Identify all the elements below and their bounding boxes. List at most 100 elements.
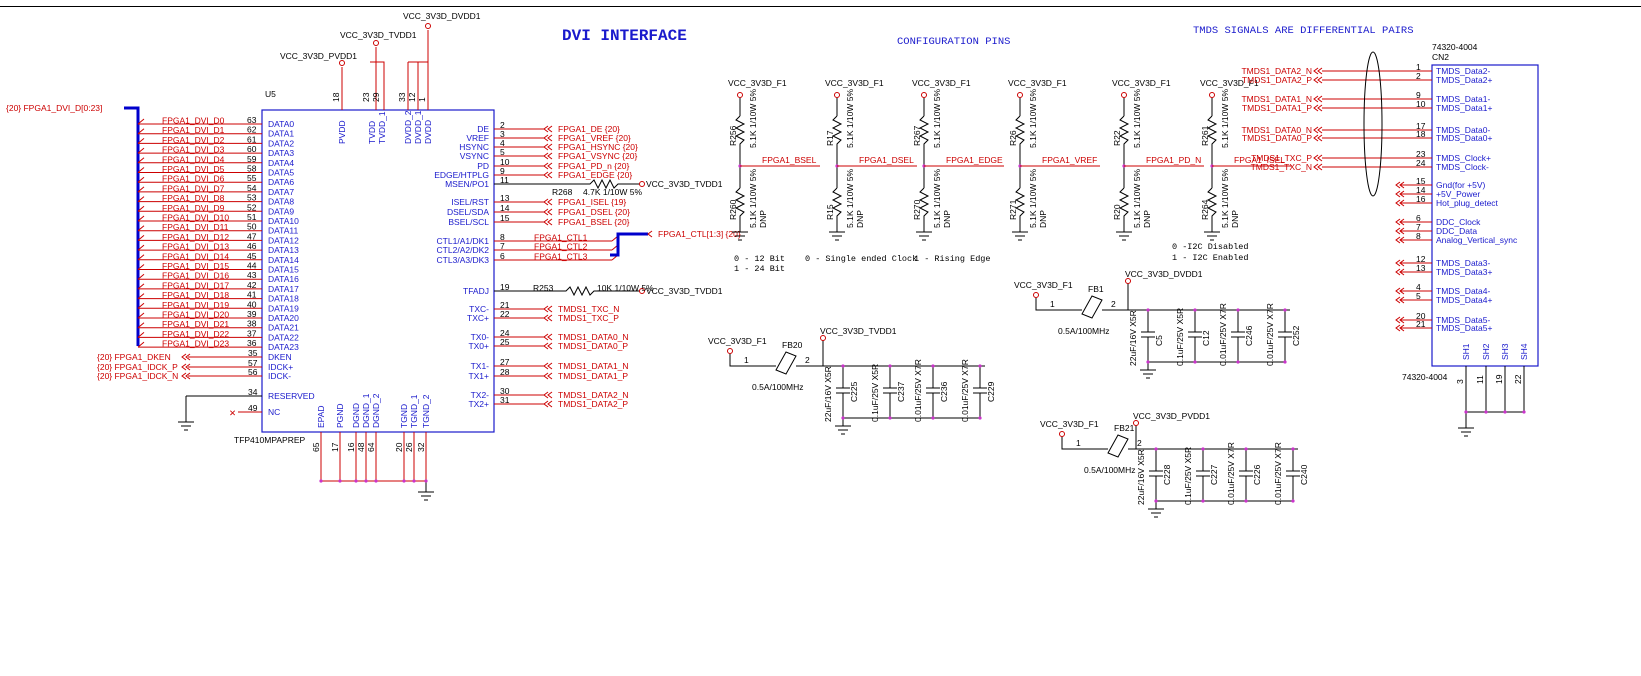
pin-number: 37 — [247, 328, 257, 338]
pin-name: BSEL/SCL — [448, 217, 489, 227]
cap-ref: C228 — [1162, 464, 1172, 485]
cap-ref: C236 — [939, 381, 949, 402]
pin-number: 52 — [247, 202, 257, 212]
pin-number: 10 — [1416, 99, 1426, 109]
r253-value: 10K 1/10W 5% — [597, 283, 654, 293]
pin-name: TXC+ — [467, 313, 489, 323]
net-label: FPGA1_ISEL {19} — [558, 197, 626, 207]
pin-number: 11 — [500, 175, 509, 185]
pin-name: TMDS_Clock+ — [1436, 153, 1491, 163]
isel-note-0: 0 -I2C Disabled — [1172, 242, 1249, 252]
net-label: TMDS1_TXC_N — [558, 304, 619, 314]
pin-number: 24 — [500, 328, 510, 338]
pin-name: PD — [477, 161, 489, 171]
pin-number: 53 — [247, 193, 257, 203]
pin-number: 9 — [1416, 90, 1421, 100]
pin-name: DATA3 — [268, 148, 294, 158]
pin-name: TMDS_Data4- — [1436, 286, 1490, 296]
filter-ref: FB1 — [1088, 284, 1104, 294]
pin-number: 4 — [1416, 282, 1421, 292]
config-value-top: 5.1K 1/10W 5% — [748, 88, 758, 148]
pin-name: SH4 — [1519, 343, 1529, 360]
edge-note: 1 - Rising Edge — [914, 254, 991, 264]
pin-number: 40 — [247, 299, 257, 309]
data-net-label: FPGA1_DVI_D0 — [162, 116, 225, 126]
pin-name: TFADJ — [463, 286, 489, 296]
cap-ref: C227 — [1209, 464, 1219, 485]
config-ref-top: R256 — [728, 125, 738, 146]
pin-number: 22 — [1513, 374, 1523, 384]
pin-name: RESERVED — [268, 391, 315, 401]
pin-name: DATA19 — [268, 303, 299, 313]
reserved-ground-wire: ✕ — [178, 395, 262, 431]
pin-name: Hot_plug_detect — [1436, 198, 1499, 208]
config-value-bottom: 5.1K 1/10W 5% — [1132, 168, 1142, 228]
pin-number: 12 — [407, 92, 417, 102]
pin-number: 3 — [1455, 379, 1465, 384]
pin-name: TMDS_Clock- — [1436, 162, 1489, 172]
cap-value: 0.1uF/25V X5R — [870, 364, 880, 422]
config-pins-title: CONFIGURATION PINS — [897, 36, 1010, 48]
pin-name: DATA1 — [268, 129, 294, 139]
pin-name: TX2- — [471, 390, 490, 400]
net-label: FPGA1_DE {20} — [558, 124, 620, 134]
net-label: FPGA1_CTL2 — [534, 242, 588, 252]
config-value-bottom: 5.1K 1/10W 5% — [845, 168, 855, 228]
pin-name: DVDD_2 — [403, 110, 413, 144]
config-net-label: FPGA1_ISEL — [1234, 155, 1285, 165]
filter-in-rail: VCC_3V3D_F1 — [708, 336, 767, 346]
cap-ref: C246 — [1244, 325, 1254, 346]
pin-number: 51 — [247, 212, 257, 222]
config-value-top: 5.1K 1/10W 5% — [932, 88, 942, 148]
config-net-label: FPGA1_VREF — [1042, 155, 1097, 165]
pin-number: 58 — [247, 164, 257, 174]
pin-name: IDCK+ — [268, 362, 293, 372]
pin-number: 16 — [346, 442, 356, 452]
pin-name: CTL3/A3/DK3 — [437, 255, 490, 265]
pin-name: HSYNC — [459, 142, 489, 152]
pin-name: TMDS_Data1- — [1436, 94, 1490, 104]
pin-number: 6 — [500, 251, 505, 261]
pin-name: DATA10 — [268, 216, 299, 226]
pin-name: VREF — [466, 133, 489, 143]
cap-ref: C5 — [1154, 335, 1164, 346]
net-label: FPGA1_PD_n {20} — [558, 161, 630, 171]
config-dnp: DNP — [758, 210, 768, 228]
pin-number: 19 — [1494, 374, 1504, 384]
cn2-net-label: TMDS1_DATA1_N — [1241, 94, 1312, 104]
cn2-shield-pin: 22 SH4 — [1513, 343, 1529, 414]
pin-name: DSEL/SDA — [447, 207, 489, 217]
pin-number: 36 — [247, 338, 257, 348]
pin-name: TX0- — [471, 332, 490, 342]
r268-rail: VCC_3V3D_TVDD1 — [646, 179, 723, 189]
pin-number: 41 — [247, 290, 257, 300]
config-dnp: DNP — [1230, 210, 1240, 228]
pin-number: 44 — [247, 261, 257, 271]
cn2-net-label: TMDS1_TXC_P — [1251, 153, 1312, 163]
cn2-net-label: TMDS1_TXC_N — [1251, 162, 1312, 172]
pin-name: DATA17 — [268, 284, 299, 294]
isel-note-1: 1 - I2C Enabled — [1172, 253, 1249, 263]
cap-ref: C225 — [849, 381, 859, 402]
cap-value: 0.01uF/25V X7R — [960, 359, 970, 422]
u5-chip-body — [261, 109, 495, 433]
bus-label: {20} FPGA1_DVI_D[0:23] — [6, 103, 102, 113]
data-net-label: FPGA1_DVI_D17 — [162, 280, 229, 290]
data-net-label: FPGA1_DVI_D23 — [162, 339, 229, 349]
net-label: TMDS1_DATA1_N — [558, 361, 629, 371]
